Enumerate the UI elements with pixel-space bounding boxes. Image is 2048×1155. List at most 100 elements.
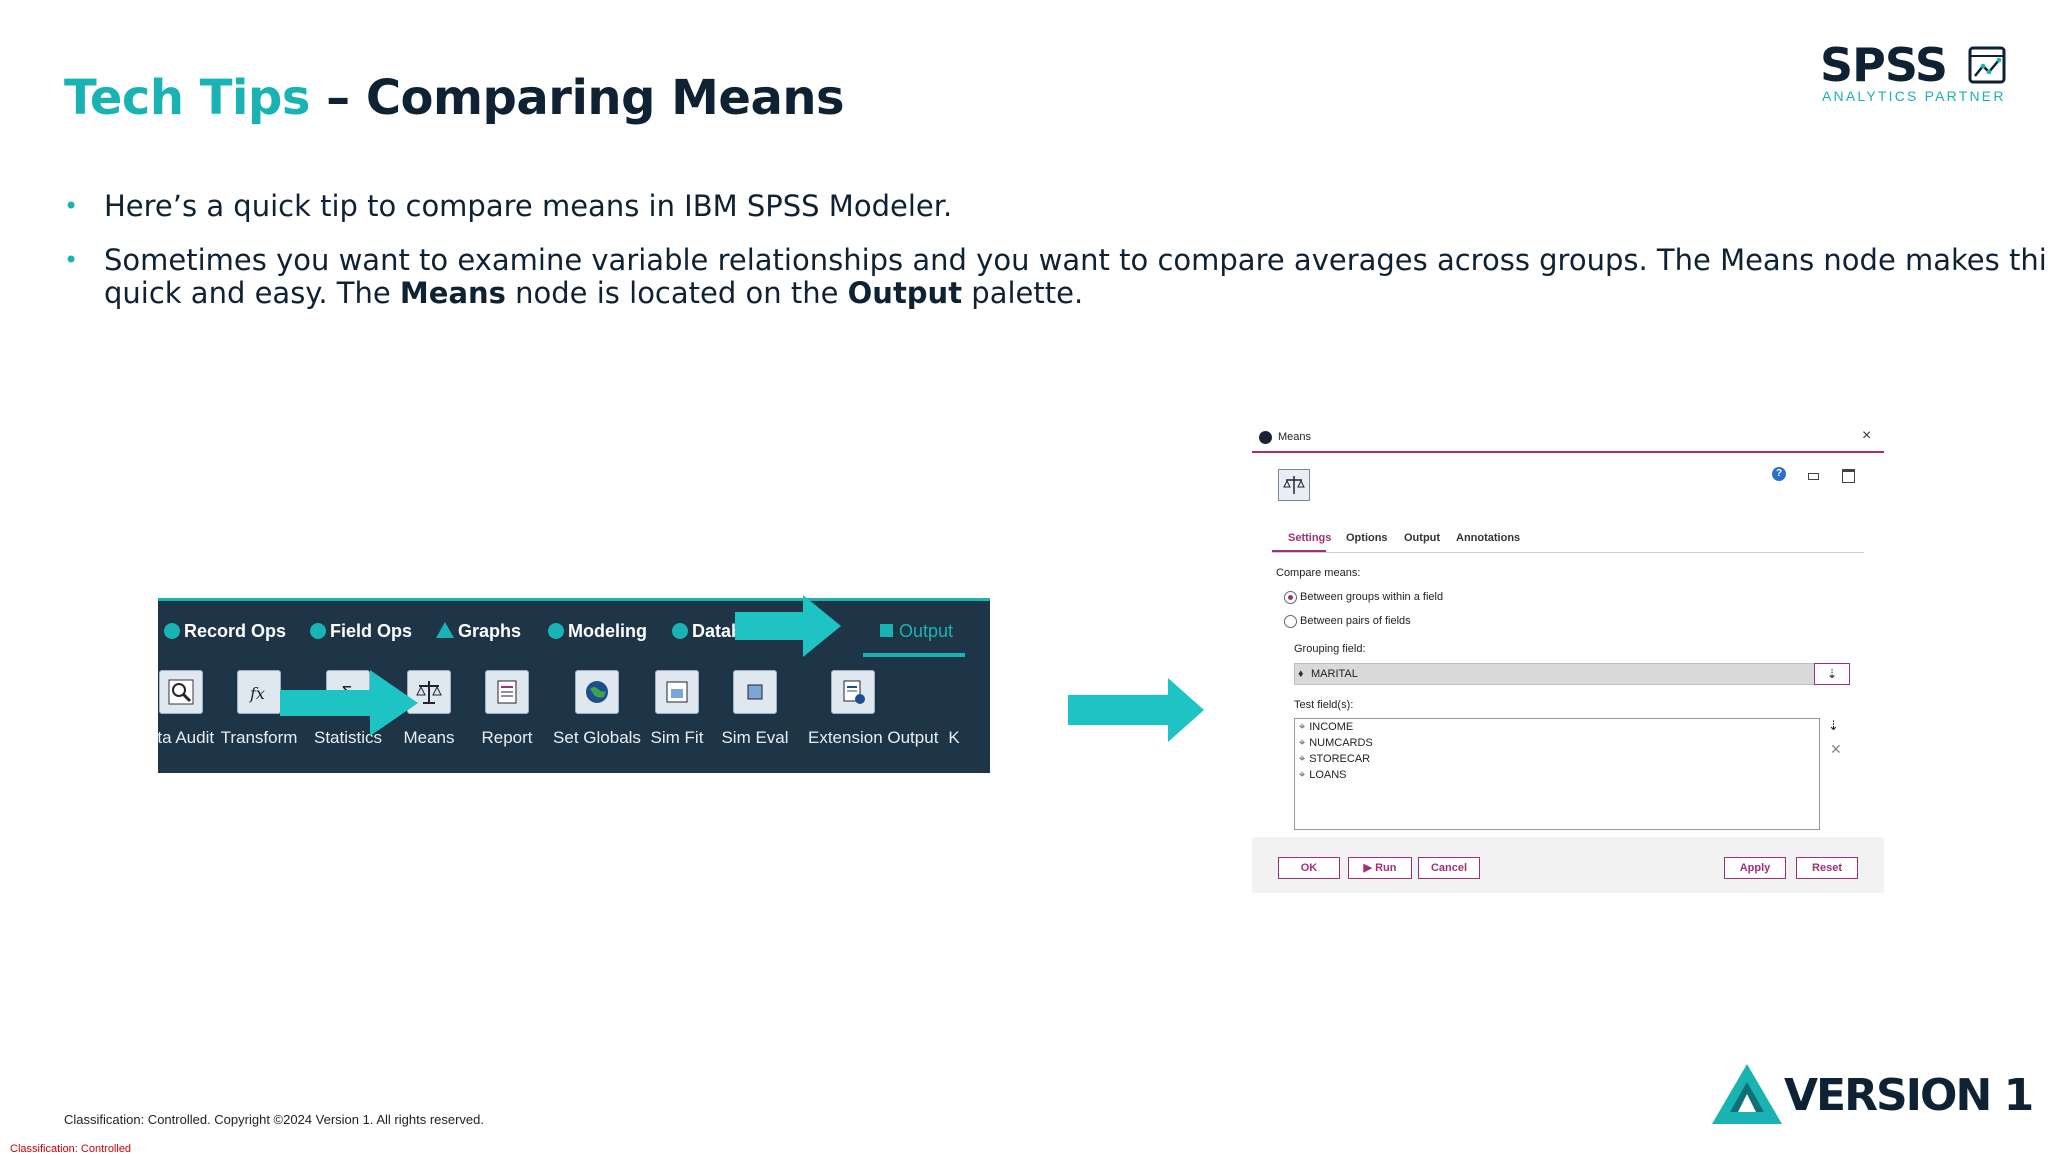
report-icon <box>485 670 529 714</box>
hexagon-icon <box>310 623 326 639</box>
ruler-icon: ⌖ <box>1299 721 1306 733</box>
delete-icon[interactable]: ✕ <box>1830 741 1842 757</box>
ruler-icon: ⌖ <box>1299 753 1306 765</box>
ruler-icon: ⌖ <box>1299 769 1306 781</box>
title-rest: – Comparing Means <box>309 70 845 126</box>
tab-modeling[interactable]: Modeling <box>548 621 647 642</box>
node-extension-output[interactable]: Extension Output <box>808 670 938 748</box>
tab-graphs[interactable]: Graphs <box>436 621 521 642</box>
node-sim-eval[interactable]: Sim Eval <box>710 670 800 748</box>
run-button[interactable]: ▶ Run <box>1348 857 1412 879</box>
app-icon <box>1259 431 1272 444</box>
list-item[interactable]: ⌖NUMCARDS <box>1299 737 1373 749</box>
spss-logo-subtitle: ANALYTICS PARTNER <box>1822 88 2006 104</box>
node-set-globals[interactable]: Set Globals <box>552 670 642 748</box>
dialog-titlebar: Means × <box>1252 425 1884 453</box>
radio-between-groups[interactable] <box>1284 591 1297 604</box>
pentagon-icon <box>672 623 688 639</box>
close-icon[interactable]: × <box>1862 427 1872 444</box>
node-report[interactable]: Report <box>462 670 552 748</box>
test-fields-label: Test field(s): <box>1294 699 1354 711</box>
tab-divider <box>1272 552 1864 553</box>
scales-icon <box>407 670 451 714</box>
node-truncated[interactable]: K <box>948 728 960 747</box>
slide-title: Tech Tips – Comparing Means <box>64 70 845 126</box>
scales-icon <box>1278 469 1310 501</box>
bullet-2: • Sometimes you want to examine variable… <box>64 244 2048 314</box>
tab-field-ops[interactable]: Field Ops <box>310 621 412 642</box>
version1-triangle-icon <box>1712 1064 1782 1124</box>
apply-button[interactable]: Apply <box>1724 857 1786 879</box>
ok-button[interactable]: OK <box>1278 857 1340 879</box>
tab-database[interactable]: Datab <box>672 621 742 642</box>
spss-logo-word: SPSS <box>1820 38 1948 92</box>
dialog-title: Means <box>1278 431 1312 443</box>
data-audit-icon <box>159 670 203 714</box>
field-picker-icon[interactable]: ⇣ <box>1828 718 1839 733</box>
version1-logo: VERSION 1 <box>1712 1062 2034 1128</box>
modeler-palette-screenshot: Record Ops Field Ops Graphs Modeling Dat… <box>158 598 990 773</box>
tab-options[interactable]: Options <box>1346 532 1388 544</box>
extension-output-icon <box>831 670 875 714</box>
active-tab-underline <box>1272 550 1326 552</box>
radio-between-pairs[interactable] <box>1284 615 1297 628</box>
bullet-2-part1: Sometimes you want to examine variable r… <box>104 243 2048 310</box>
classification-label: Classification: Controlled <box>10 1143 132 1155</box>
square-icon <box>880 624 893 637</box>
palette-tab-bar: Record Ops Field Ops Graphs Modeling Dat… <box>158 598 990 661</box>
tab-output[interactable]: Output <box>880 621 953 642</box>
bullet-dot: • <box>64 192 79 220</box>
version1-logo-word: VERSION 1 <box>1784 1070 2034 1121</box>
means-dialog: Means × ? Settings Options Output Annota… <box>1252 425 1884 893</box>
ruler-icon: ⌖ <box>1299 737 1306 749</box>
pentagon-icon <box>548 623 564 639</box>
grouping-field-label: Grouping field: <box>1294 643 1366 655</box>
bullet-2-bold-output: Output <box>847 276 963 310</box>
radio-between-pairs-label: Between pairs of fields <box>1300 615 1411 627</box>
list-item[interactable]: ⌖STORECAR <box>1299 753 1371 765</box>
chart-line-icon <box>1968 46 2006 84</box>
test-fields-list[interactable]: ⌖INCOME ⌖NUMCARDS ⌖STORECAR ⌖LOANS <box>1294 718 1820 830</box>
bullet-dot: • <box>64 246 79 274</box>
node-sim-fit[interactable]: Sim Fit <box>632 670 722 748</box>
reset-button[interactable]: Reset <box>1796 857 1858 879</box>
sim-eval-icon <box>733 670 777 714</box>
bullet-2-text: Sometimes you want to examine variable r… <box>104 244 2048 310</box>
tab-record-ops[interactable]: Record Ops <box>164 621 286 642</box>
spss-analytics-partner-logo: SPSS ANALYTICS PARTNER <box>1820 38 2010 108</box>
maximize-icon[interactable] <box>1842 469 1855 483</box>
bullet-2-bold-means: Means <box>399 276 506 310</box>
radio-between-groups-label: Between groups within a field <box>1300 591 1444 603</box>
minimize-icon[interactable] <box>1808 473 1819 480</box>
triangle-icon <box>436 622 454 638</box>
bullet-1-text: Here’s a quick tip to compare means in I… <box>104 189 953 223</box>
grouping-field-input[interactable]: ♦ MARITAL <box>1294 663 1816 685</box>
tab-settings[interactable]: Settings <box>1288 532 1332 544</box>
title-accent: Tech Tips <box>64 70 310 126</box>
arrow-right-icon <box>280 670 418 736</box>
field-type-icon: ♦ <box>1298 668 1304 680</box>
list-item[interactable]: ⌖INCOME <box>1299 721 1354 733</box>
tab-annotations[interactable]: Annotations <box>1456 532 1521 544</box>
cancel-button[interactable]: Cancel <box>1418 857 1480 879</box>
sim-fit-icon <box>655 670 699 714</box>
svg-text:fx: fx <box>249 684 265 703</box>
play-icon: ▶ <box>1363 862 1376 874</box>
output-tab-underline <box>863 653 965 657</box>
node-data-audit[interactable]: ata Audit <box>158 670 226 748</box>
globe-icon <box>575 670 619 714</box>
arrow-right-icon <box>735 595 841 657</box>
arrow-right-icon <box>1068 678 1204 742</box>
field-picker-button[interactable]: ⇣ <box>1814 663 1850 685</box>
list-item[interactable]: ⌖LOANS <box>1299 769 1347 781</box>
transform-icon: fx <box>237 670 281 714</box>
bullet-2-part2: node is located on the <box>505 276 848 310</box>
bullet-1: • Here’s a quick tip to compare means in… <box>64 190 2024 224</box>
copyright-text: Classification: Controlled. Copyright ©2… <box>64 1112 485 1127</box>
hexagon-icon <box>164 623 180 639</box>
compare-means-label: Compare means: <box>1276 567 1361 579</box>
node-means[interactable]: Means <box>384 670 474 748</box>
help-icon[interactable]: ? <box>1772 467 1786 481</box>
tab-output[interactable]: Output <box>1404 532 1441 544</box>
bullet-2-part3: palette. <box>962 276 1084 310</box>
